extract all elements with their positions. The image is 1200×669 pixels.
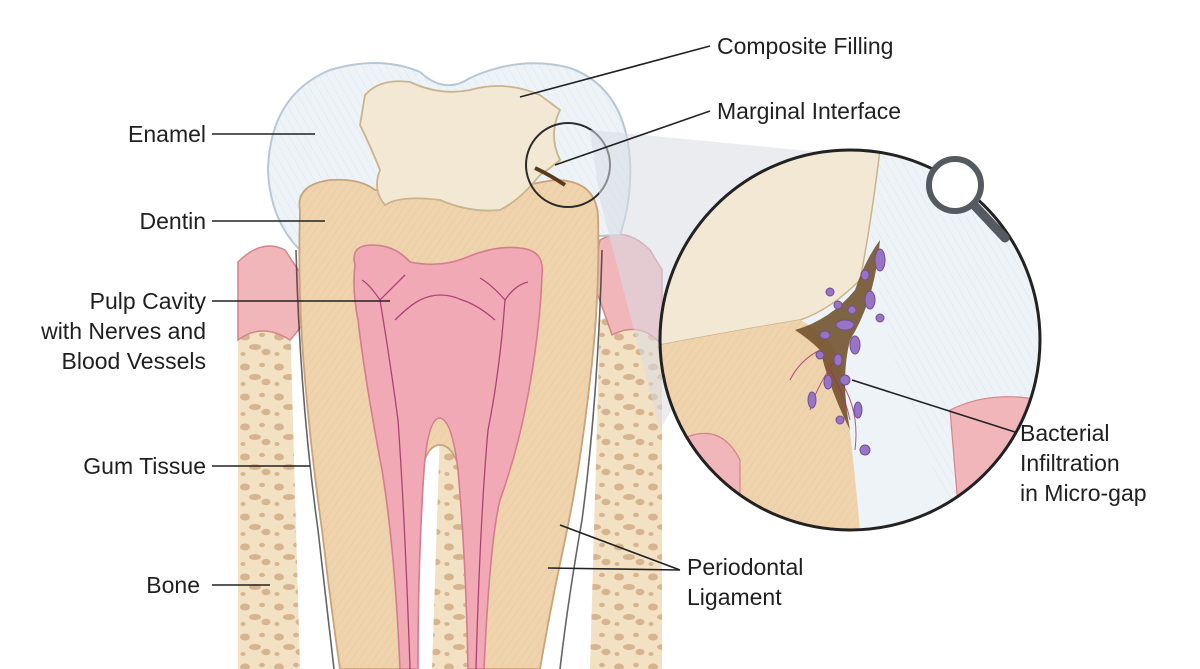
- label-bact-1: Bacterial: [1020, 420, 1109, 446]
- label-pulp-1: Pulp Cavity: [90, 288, 207, 314]
- magnifier-icon: [926, 156, 1010, 243]
- label-bact-2: Infiltration: [1020, 450, 1120, 476]
- bacteria-cluster: [807, 248, 886, 456]
- leader-lines: [212, 45, 1016, 586]
- pulp-cavity: [353, 244, 544, 669]
- label-pulp-3: Blood Vessels: [62, 348, 206, 374]
- label-enamel: Enamel: [128, 121, 206, 147]
- label-perio-2: Ligament: [687, 584, 782, 610]
- label-pulp-2: with Nerves and: [40, 318, 206, 344]
- label-bone: Bone: [146, 572, 200, 598]
- labels: Enamel Dentin Pulp Cavity with Nerves an…: [40, 33, 1146, 610]
- label-dentin: Dentin: [140, 208, 206, 234]
- label-bact-3: in Micro-gap: [1020, 480, 1147, 506]
- zoom-inset: [658, 148, 1042, 532]
- label-gum: Gum Tissue: [83, 453, 206, 479]
- label-perio-1: Periodontal: [687, 554, 803, 580]
- nerves-blood-vessels: [361, 274, 529, 669]
- composite-filling: [359, 80, 562, 212]
- label-marginal: Marginal Interface: [717, 98, 901, 124]
- tooth: [266, 62, 632, 669]
- label-composite: Composite Filling: [717, 33, 893, 59]
